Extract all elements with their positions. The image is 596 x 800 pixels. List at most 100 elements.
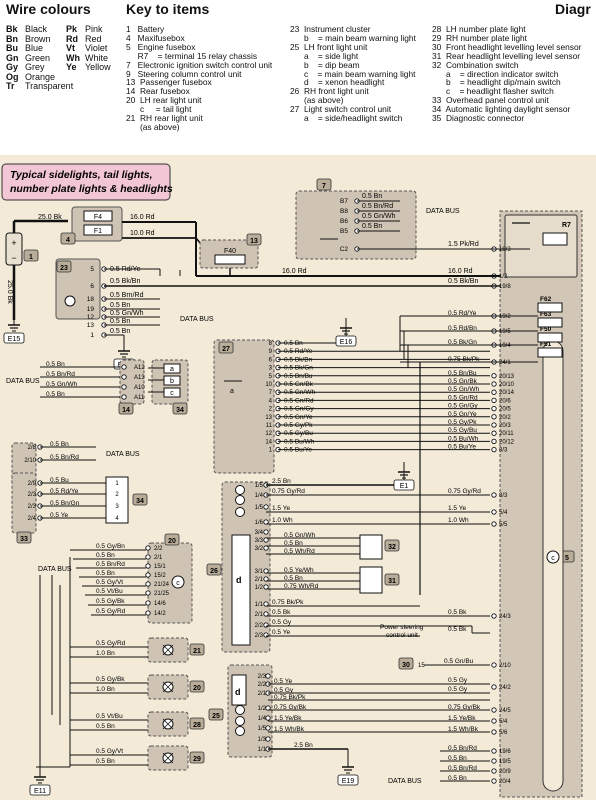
pin-terminal (491, 707, 497, 713)
wire-label: 1.5 Ye (272, 505, 290, 512)
pin-label: 20/4 (499, 779, 511, 785)
key-item: 28 LH number plate light (432, 24, 526, 34)
key-item: a = direction indicator switch (432, 68, 559, 79)
pin-label: 6 (269, 357, 273, 363)
pin-label: A10 (134, 385, 145, 391)
wire-label: 0.5 Bn (284, 575, 303, 582)
wire-label: 1.0 Bn (96, 650, 115, 657)
pin-label: 20/11 (499, 431, 514, 437)
relay-coil (542, 232, 568, 246)
bulb-cross (162, 681, 174, 693)
bulb-symbol (235, 485, 245, 495)
fuse-F50 (537, 332, 563, 343)
pin-terminal (121, 374, 127, 380)
wire-label: 1.5 Ye/Bk (274, 715, 302, 722)
daylight-sensor-box (105, 476, 129, 524)
pin-terminal (491, 446, 497, 453)
pin-label: 1/5 (258, 726, 267, 732)
pin-label: 1/2 (258, 706, 267, 712)
pin-label: 2/2 (255, 623, 264, 629)
wire-label: 0.5 Bn/Gn (50, 500, 80, 507)
wire-label: 0.5 Gn/Wh (284, 389, 315, 396)
pin-label: 2 (115, 492, 119, 498)
wire-label: 10.0 Rd (130, 230, 155, 237)
pin-label: 20/13 (499, 374, 515, 380)
key-item: R7 = terminal 15 relay chassis (126, 50, 258, 61)
ground-label: E1 (400, 483, 409, 490)
wire-colour-code: Gn (6, 52, 19, 63)
component-28: 28 (193, 722, 201, 729)
wire-colour-code: Wh (66, 52, 80, 63)
pin-label: 20/3 (499, 423, 511, 429)
component-9-badge (118, 402, 134, 415)
wire-label: 0.5 Bk/Bn (448, 278, 478, 285)
pin-label: 4 (115, 516, 119, 522)
power-steering-label: Power steering (380, 624, 424, 631)
wire-label: 0.5 Bk/Gn (448, 339, 477, 346)
wire-label: 1.5 Ye (448, 505, 466, 512)
component-30: 31 (388, 578, 396, 585)
pin-label: 19/6 (499, 749, 511, 755)
warning-lamp-symbol (64, 295, 76, 307)
wire-label: 0.5 Gy (448, 677, 468, 684)
pin-label: 15/2 (154, 573, 166, 579)
key-item: 29 RH number plate light (432, 32, 527, 43)
pin-terminal (491, 405, 497, 412)
pin-terminal (491, 718, 497, 724)
diagram-title-line2: number plate lights & headlights (10, 183, 173, 195)
wire-colour-name: White (85, 52, 109, 63)
pin-label: 3/2 (255, 546, 264, 552)
wire-label: 0.5 Bu/Wh (284, 438, 315, 445)
pin-terminal (145, 581, 151, 587)
wire-label: 0.5 Gn/Ye (284, 414, 313, 421)
key-item: 30 Front headlight levelling level senso… (432, 41, 582, 52)
component-30-bottom-badge (398, 657, 414, 670)
pin-terminal (491, 758, 497, 764)
wire-label: 0.75 Gy/Bk (448, 704, 481, 711)
wire-label: 0.5 Gy (274, 687, 294, 694)
wire-colour-name: Grey (25, 62, 45, 72)
pin-label: 19 (87, 306, 95, 313)
component-25: 25 (212, 713, 220, 720)
wire-label: 0.75 Bk/Pk (274, 694, 306, 701)
wire-label: 0.5 Rd/Ye (50, 488, 79, 495)
pin-label: 14/6 (154, 601, 166, 607)
wire-label: 2.5 Bn (272, 478, 291, 485)
wire-label: 0.5 Gy (272, 619, 292, 626)
component-33-badge (16, 531, 32, 544)
pin-terminal (145, 572, 151, 578)
pin-label: 2/3 (255, 633, 264, 639)
wire-label: 0.5 Gy/Rd (96, 608, 126, 615)
wire-label: 0.5 Gy/Vt (96, 579, 123, 586)
fuse-F51 (537, 347, 563, 358)
ground-label: E11 (34, 788, 46, 795)
key-item: 33 Overhead panel control unit (432, 95, 549, 106)
wire-label: 0.5 Ye/Wh (284, 567, 314, 574)
wire-label: 0.5 Bk/Bn (110, 278, 140, 285)
wire-label: 1.0 Bn (96, 686, 115, 693)
component-4-badge (60, 232, 76, 245)
data-bus-label: DATA BUS (426, 208, 460, 215)
key-item: (as above) (126, 121, 180, 132)
pin-label: 19/5 (499, 759, 511, 765)
pin-terminal (491, 373, 497, 379)
pin-label: 3/4 (255, 530, 264, 536)
pin-label: 14 (265, 439, 272, 445)
bulb-symbol (235, 495, 245, 505)
wire-label: 1.5 Ye/Bk (448, 715, 476, 722)
pin-label: 1/1 (255, 602, 264, 608)
wire-colour-name: Transparent (25, 81, 74, 91)
pin-label: 3 (115, 504, 119, 510)
battery-minus-sign: − (11, 253, 16, 263)
wire-colour-name: Black (25, 24, 48, 34)
bus-connector-symbol (546, 550, 560, 564)
key-item: 20 LH rear light unit (126, 95, 202, 106)
bulb-cross (162, 718, 174, 730)
component-4: 4 (66, 237, 70, 244)
pin-label: 1/3 (258, 737, 267, 743)
key-item: 25 LH front light unit (290, 41, 368, 52)
wire-colour-code: Bk (6, 24, 18, 34)
component-7-badge (316, 178, 332, 191)
